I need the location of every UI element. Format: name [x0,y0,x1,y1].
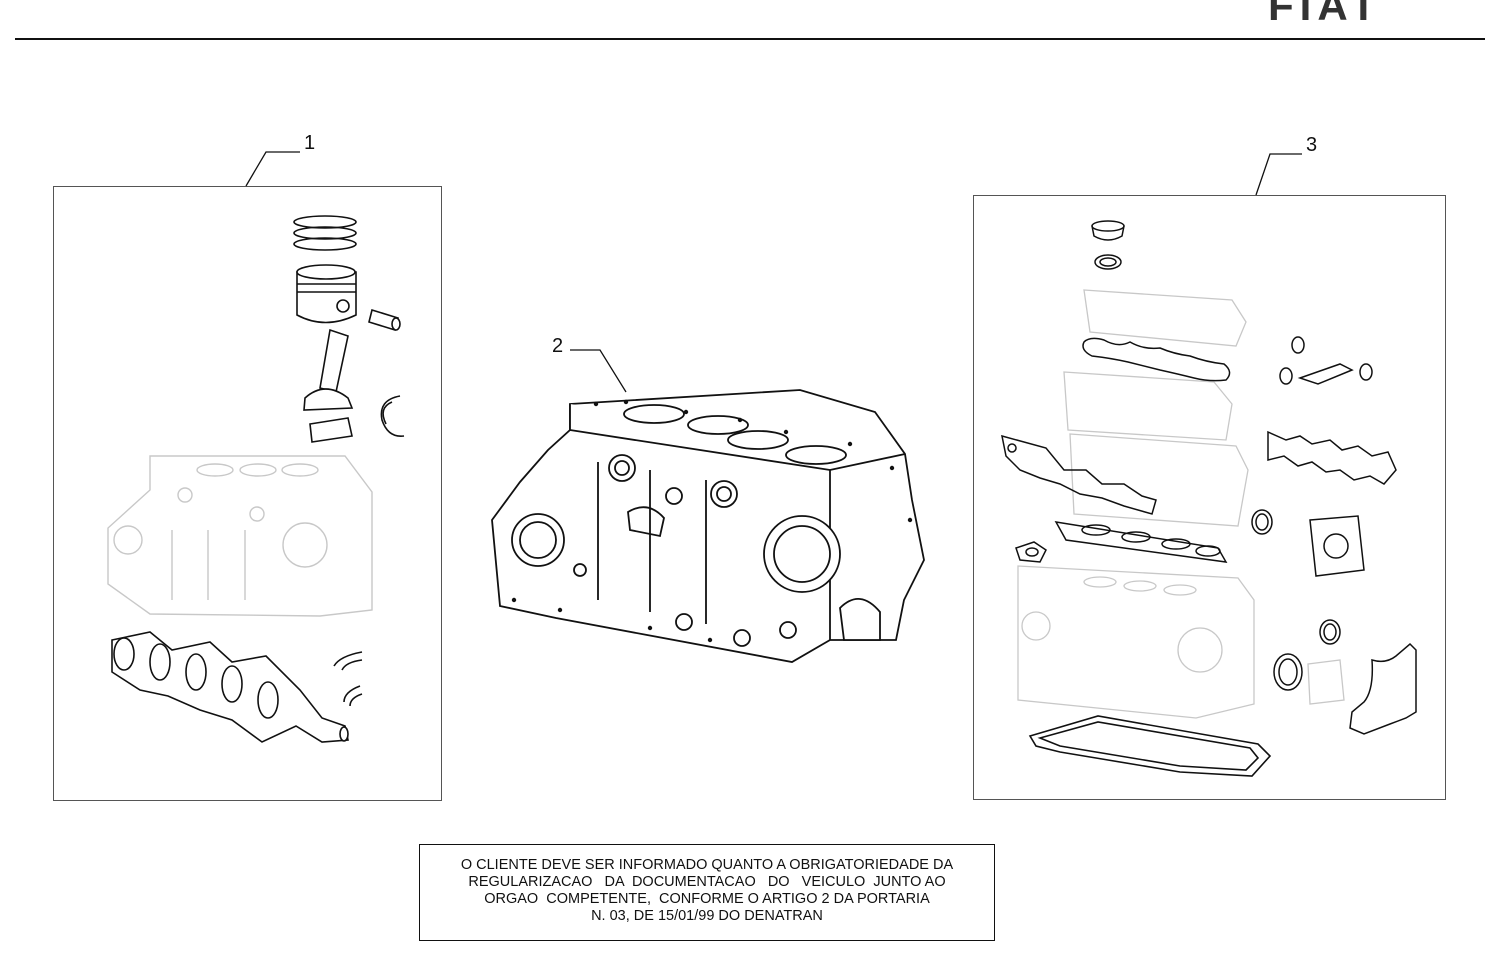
piston-drawing [296,264,357,324]
exhaust-manifold-gasket-drawing [1267,430,1397,485]
callout-item-1: 1 [304,132,316,154]
valve-cover-gasket-drawing [1082,337,1231,382]
fiat-logo: FIAT [1268,0,1383,29]
piston-rings-drawing [293,215,357,251]
callout-item-2: 2 [552,335,564,357]
gasket-kit-panel [973,195,1446,800]
oil-filler-cap-drawing [1091,220,1125,270]
leader-line-2 [570,349,627,393]
conrod-bearing-drawing [380,395,405,437]
notice-line-2: REGULARIZACAO DA DOCUMENTACAO DO VEICULO… [468,874,946,890]
notice-line-4: N. 03, DE 15/01/99 DO DENATRAN [591,908,823,924]
block-bolt-holes [511,399,913,643]
faded-water-pump-reference [1307,659,1345,705]
main-bearing-drawing [333,651,363,707]
faded-cylinder-head-reference [1017,289,1255,719]
water-outlet-gasket-drawing [1015,541,1047,563]
legal-notice-box: O CLIENTE DEVE SER INFORMADO QUANTO A OB… [419,844,995,941]
piston-pin-drawing [368,308,401,332]
notice-line-3: ORGAO COMPETENTE, CONFORME O ARTIGO 2 DA… [484,891,930,907]
header-divider [15,38,1485,40]
head-gasket-drawing [1054,521,1228,563]
engine-block-drawing [491,389,925,663]
crankshaft-drawing [111,631,349,743]
faded-block-reference [107,455,373,617]
oil-pan-gasket-drawing [1028,715,1272,777]
small-seals-drawing [1279,336,1373,385]
intake-manifold-gasket-drawing [1001,434,1157,515]
notice-line-1: O CLIENTE DEVE SER INFORMADO QUANTO A OB… [460,857,954,873]
square-flange-gasket-drawing [1309,515,1365,577]
callout-item-3: 3 [1306,134,1318,156]
timing-cover-gasket-drawing [1349,642,1417,735]
leader-line-3 [1255,153,1302,196]
leader-line-1 [245,151,300,187]
oil-seal-drawing [1251,509,1341,691]
connecting-rod-drawing [303,328,354,443]
